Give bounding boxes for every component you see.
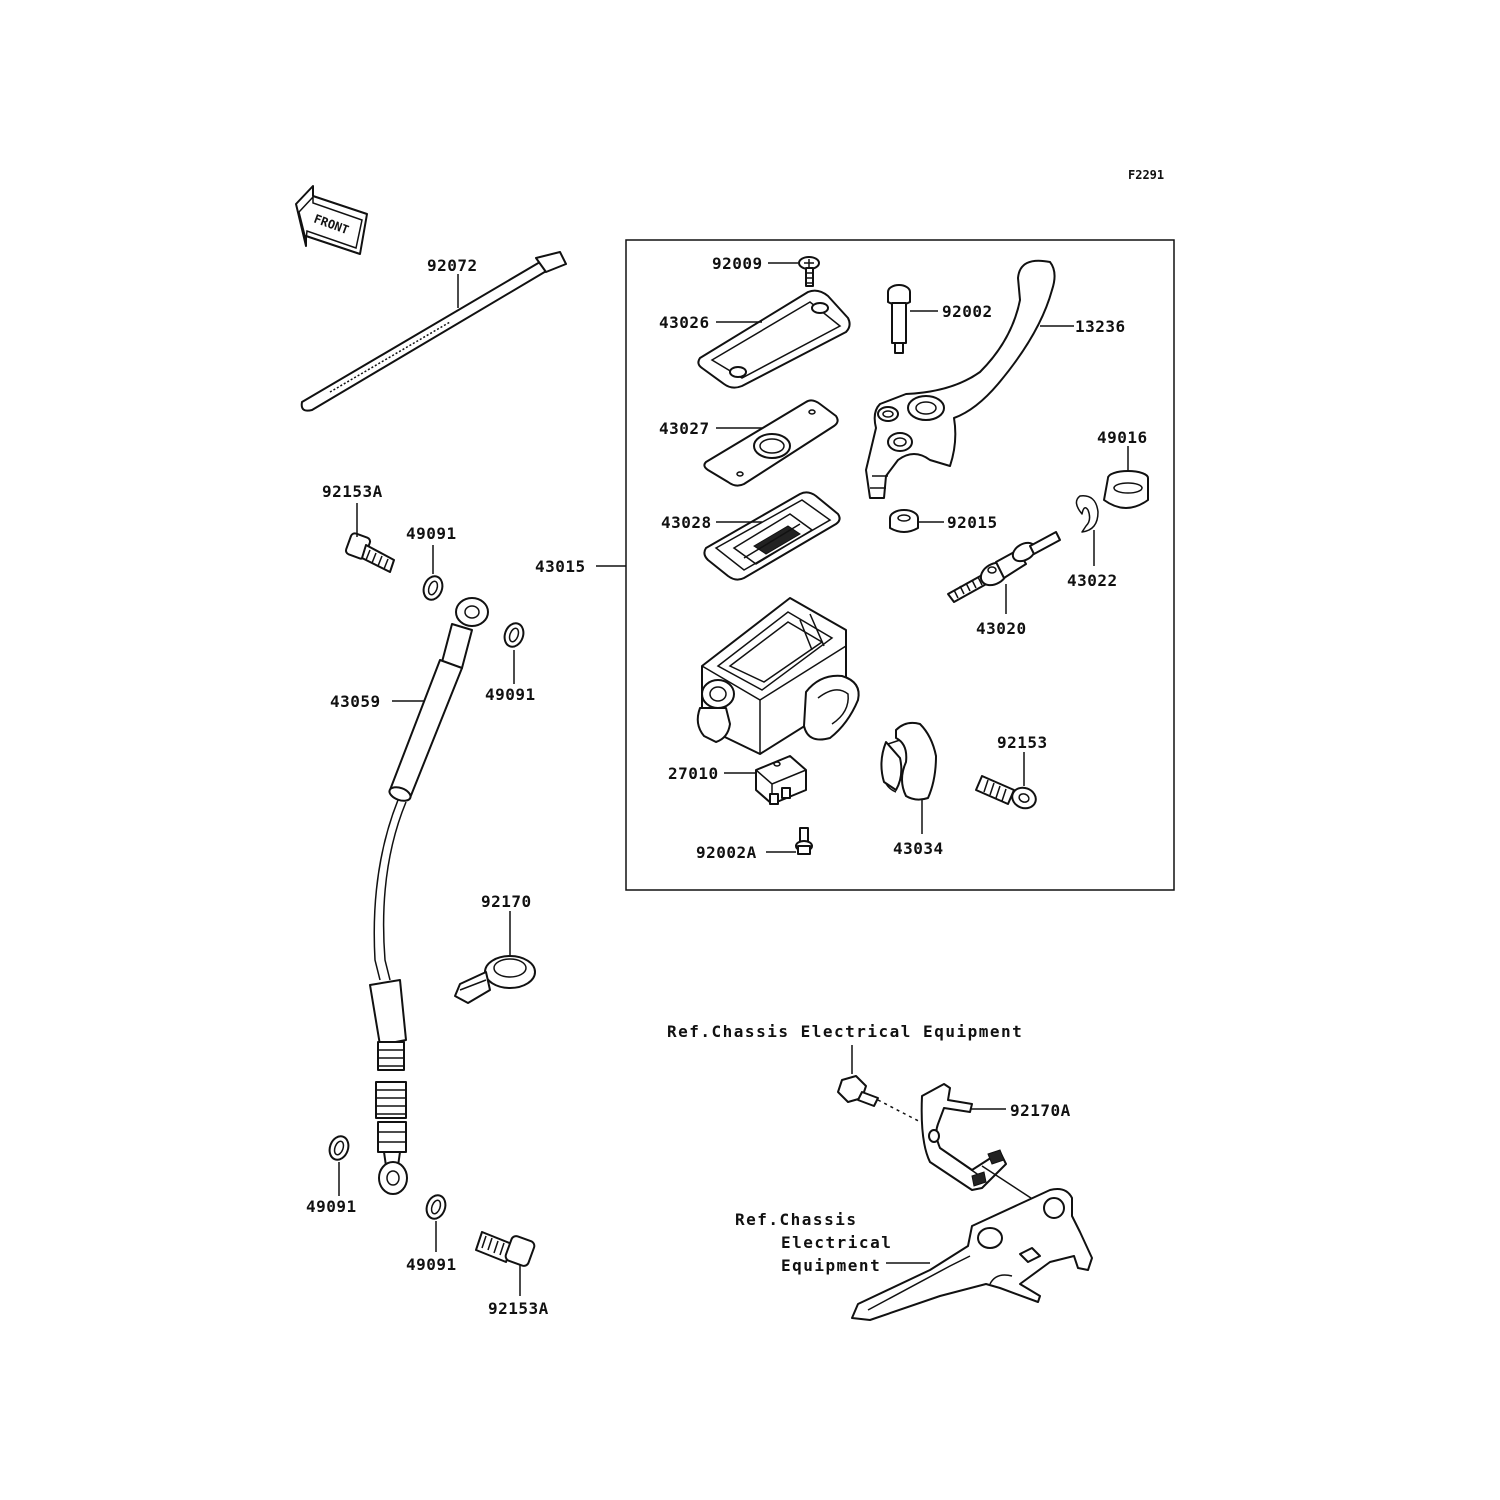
- brake-hose-part: [369, 597, 489, 1195]
- diaphragm-plate-part: [703, 399, 839, 487]
- label-43026: 43026: [659, 313, 710, 332]
- label-92072: 92072: [427, 256, 478, 275]
- label-43059: 43059: [330, 692, 381, 711]
- washer-part: [425, 1194, 447, 1220]
- label-43034: 43034: [893, 839, 944, 858]
- bracket-bolt-part: [837, 1075, 933, 1129]
- label-13236: 13236: [1075, 317, 1126, 336]
- label-43027: 43027: [659, 419, 710, 438]
- label-92153a-bottom: 92153A: [488, 1299, 549, 1318]
- label-92002a: 92002A: [696, 843, 757, 862]
- banjo-bolt-bottom-part: [475, 1231, 536, 1267]
- brake-switch-part: [755, 755, 807, 805]
- brake-lever-part: [865, 259, 1056, 499]
- washer-part: [422, 575, 444, 601]
- label-92170: 92170: [481, 892, 532, 911]
- hose-clamp-part: [454, 955, 536, 1004]
- label-49091-b: 49091: [485, 685, 536, 704]
- cable-tie-part: [300, 251, 567, 412]
- switch-screw-part: [795, 827, 813, 855]
- label-92153: 92153: [997, 733, 1048, 752]
- ref-chassis-bottom-line2: Electrical: [781, 1233, 892, 1252]
- pivot-bolt-part: [887, 284, 911, 354]
- label-92009: 92009: [712, 254, 763, 273]
- label-49091-c: 49091: [306, 1197, 357, 1216]
- front-arrow-icon: FRONT: [295, 185, 368, 255]
- label-92002: 92002: [942, 302, 993, 321]
- ref-chassis-bottom-line1: Ref.Chassis: [735, 1210, 857, 1229]
- label-92015: 92015: [947, 513, 998, 532]
- label-49016: 49016: [1097, 428, 1148, 447]
- cap-screw-part: [798, 256, 820, 287]
- lever-nut-part: [889, 509, 919, 533]
- circlip-part: [1075, 495, 1099, 533]
- label-27010: 27010: [668, 764, 719, 783]
- label-49091-d: 49091: [406, 1255, 457, 1274]
- label-43028: 43028: [661, 513, 712, 532]
- label-43022: 43022: [1067, 571, 1118, 590]
- holder-part: [880, 721, 937, 801]
- label-43020: 43020: [976, 619, 1027, 638]
- hose-bracket-part: [920, 1083, 1007, 1191]
- banjo-bolt-top-part: [344, 532, 395, 573]
- master-cylinder-assembly-box: [625, 239, 1175, 891]
- washer-part: [503, 622, 525, 648]
- reservoir-cap-part: [697, 289, 851, 389]
- figure-code: F2291: [1128, 168, 1164, 182]
- label-49091-a: 49091: [406, 524, 457, 543]
- label-43015: 43015: [535, 557, 586, 576]
- ref-chassis-top: Ref.Chassis Electrical Equipment: [667, 1022, 1023, 1041]
- piston-kit-part: [947, 531, 1061, 603]
- diaphragm-part: [703, 491, 841, 581]
- side-stand-bracket-part: [851, 1165, 1093, 1321]
- label-92170a: 92170A: [1010, 1101, 1071, 1120]
- ref-chassis-bottom-line3: Equipment: [781, 1256, 881, 1275]
- washer-part: [328, 1135, 350, 1161]
- dust-boot-part: [1103, 470, 1149, 509]
- master-cylinder-body-part: [696, 597, 860, 755]
- holder-bolt-part: [975, 775, 1037, 810]
- label-92153a-top: 92153A: [322, 482, 383, 501]
